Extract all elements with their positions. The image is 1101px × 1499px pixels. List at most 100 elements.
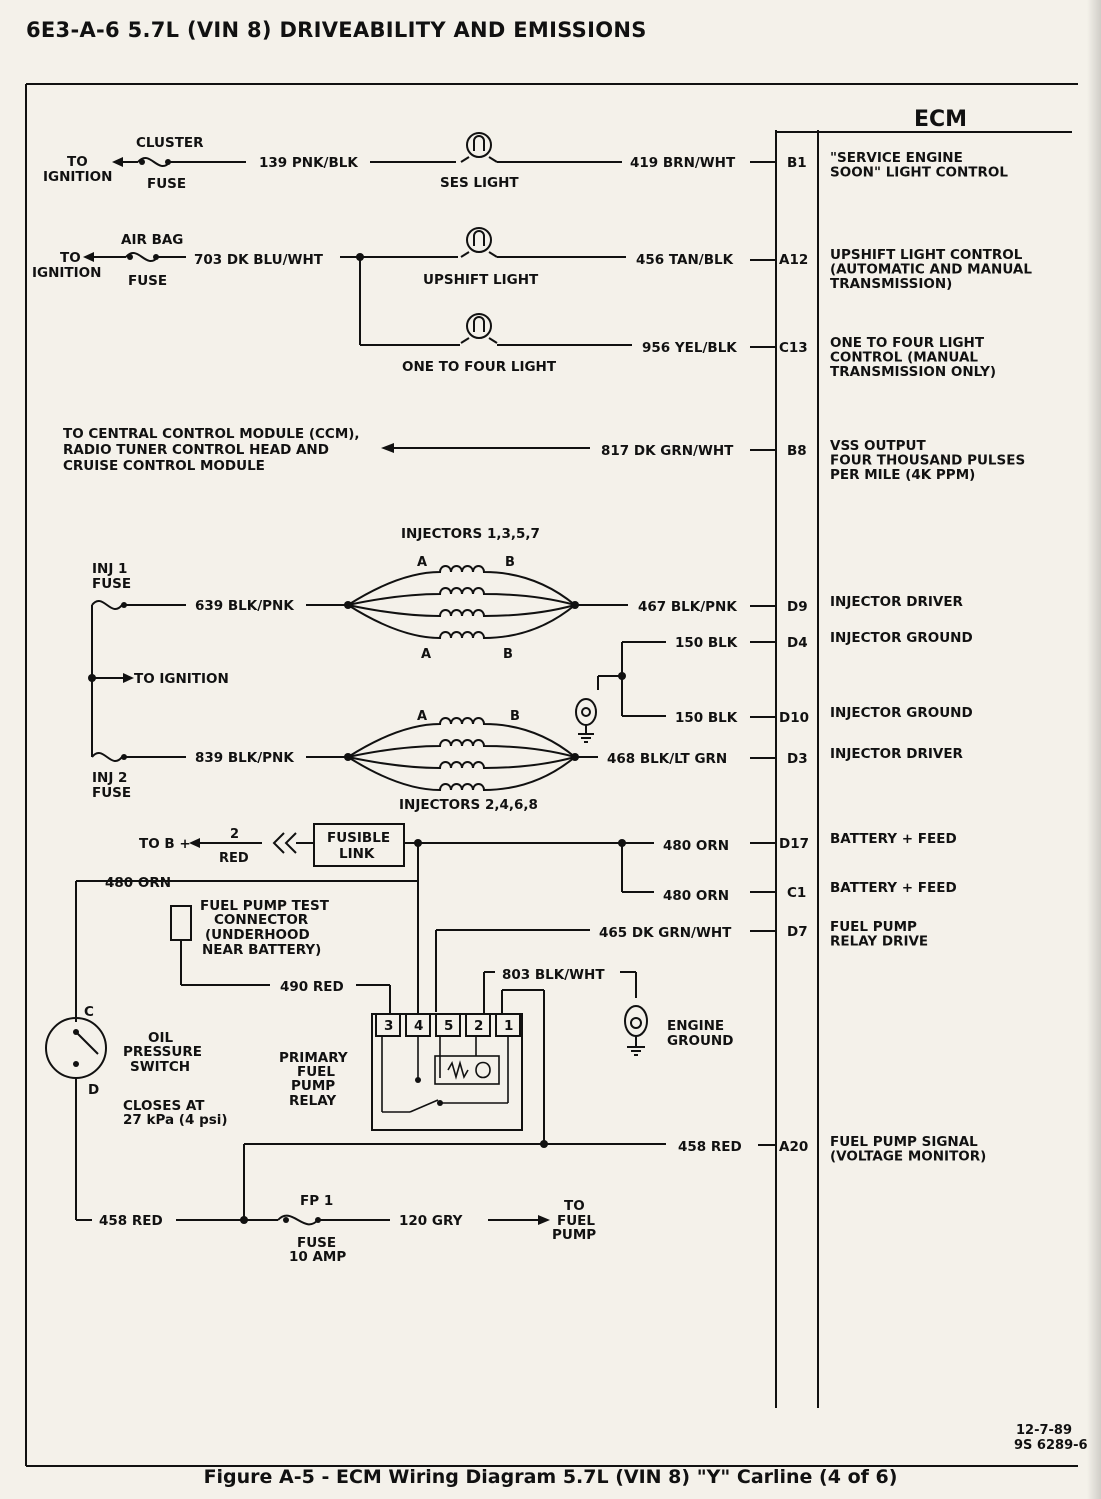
ecm-pin-description: FUEL PUMP xyxy=(830,919,917,935)
wire-639: 639 BLK/PNK xyxy=(195,598,294,614)
wire-456: 456 TAN/BLK xyxy=(636,252,734,268)
ecm-pin-id: D17 xyxy=(779,836,809,852)
relay-pin-number: 2 xyxy=(474,1018,483,1034)
ecm-pin-description: TRANSMISSION ONLY) xyxy=(830,364,996,380)
relay-pin-number: 4 xyxy=(414,1018,423,1034)
injector-lead xyxy=(347,565,576,606)
fusible-link-label: FUSIBLE xyxy=(327,830,390,846)
engine-ground-label: GROUND xyxy=(667,1033,733,1049)
wire-120: 120 GRY xyxy=(399,1213,463,1229)
page-frame xyxy=(25,83,1078,1467)
cluster-label: CLUSTER xyxy=(136,135,204,151)
fuse-label: FUSE xyxy=(147,176,186,192)
to-fuel-pump-label: TO xyxy=(564,1198,585,1214)
oil-switch-label: SWITCH xyxy=(130,1059,190,1075)
relay-label: FUEL xyxy=(297,1064,335,1080)
injector-lead xyxy=(347,604,576,640)
page-header: 6E3-A-6 5.7L (VIN 8) DRIVEABILITY AND EM… xyxy=(26,18,647,42)
figure-caption: Figure A-5 - ECM Wiring Diagram 5.7L (VI… xyxy=(203,1466,898,1488)
ccm-note-1: TO CENTRAL CONTROL MODULE (CCM), xyxy=(63,426,360,442)
test-connector-icon xyxy=(170,905,192,941)
ecm-pin-description: PER MILE (4K PPM) xyxy=(830,467,975,483)
oil-switch-label: OIL xyxy=(148,1030,173,1046)
test-connector-label: FUEL PUMP TEST xyxy=(200,898,330,914)
injector-lead xyxy=(347,587,576,606)
ecm-pin-description: (VOLTAGE MONITOR) xyxy=(830,1149,986,1165)
wire-419: 419 BRN/WHT xyxy=(630,155,736,171)
fuse-rating-label: FUSE xyxy=(297,1235,336,1251)
injector-lead xyxy=(347,756,576,770)
closes-at-label: CLOSES AT xyxy=(123,1098,205,1114)
ecm-pin-description: SOON" LIGHT CONTROL xyxy=(830,165,1008,181)
inj1-fuse-label: INJ 1 xyxy=(92,561,127,577)
to-label: TO xyxy=(60,250,81,266)
wire-480c: 480 ORN xyxy=(105,875,171,891)
to-fuel-pump-label: PUMP xyxy=(552,1227,596,1243)
ecm-pin-id: B8 xyxy=(787,443,807,459)
ecm-pin-description: INJECTOR DRIVER xyxy=(830,594,964,610)
wire-956: 956 YEL/BLK xyxy=(642,340,737,356)
inj2-fuse-label: FUSE xyxy=(92,785,131,801)
lamp-icon xyxy=(460,132,498,163)
ground-icon xyxy=(575,698,597,743)
ecm-pin-description: FUEL PUMP SIGNAL xyxy=(830,1134,978,1150)
ecm-pin-id: D4 xyxy=(787,635,808,651)
fuel-pump-circuit: TO B + 2 RED FUSIBLE LINK 480 ORN 480 OR… xyxy=(45,823,776,1265)
ecm-pin-description: ONE TO FOUR LIGHT xyxy=(830,335,985,351)
ecm-pin-description: BATTERY + FEED xyxy=(830,831,957,847)
ecm-pin-id: D3 xyxy=(787,751,808,767)
ignition-label: IGNITION xyxy=(43,169,112,185)
ecm-pin-description: INJECTOR GROUND xyxy=(830,630,973,646)
injector-lead xyxy=(347,604,576,618)
ecm-pin-id: C13 xyxy=(779,340,808,356)
fuse-label: FUSE xyxy=(128,273,167,289)
wire-839: 839 BLK/PNK xyxy=(195,750,294,766)
lamp-icon xyxy=(460,313,498,344)
ground-icon xyxy=(624,1005,648,1056)
fusible-link-label: LINK xyxy=(339,846,375,862)
ecm-pin-description: CONTROL (MANUAL xyxy=(830,350,978,366)
ecm-pin-id: A20 xyxy=(779,1139,808,1155)
ecm-pin-description: "SERVICE ENGINE xyxy=(830,150,963,166)
ecm-pin-description: UPSHIFT LIGHT CONTROL xyxy=(830,247,1023,263)
fuse-symbol xyxy=(91,599,123,611)
oil-pressure-switch-icon xyxy=(45,1017,107,1079)
fuse-symbol xyxy=(91,751,123,763)
page-edge-shadow xyxy=(1087,0,1101,1499)
to-ignition-label: TO IGNITION xyxy=(134,671,229,687)
one-to-four-light-label: ONE TO FOUR LIGHT xyxy=(402,359,557,375)
wire-465: 465 DK GRN/WHT xyxy=(599,925,732,941)
ecm-pin-id: D9 xyxy=(787,599,808,615)
wire-480a: 480 ORN xyxy=(663,838,729,854)
wire-458a: 458 RED xyxy=(678,1139,742,1155)
inj1-fuse-label: FUSE xyxy=(92,576,131,592)
ecm-pin-description: TRANSMISSION) xyxy=(830,276,952,292)
relay-pin-number: 1 xyxy=(504,1018,513,1034)
terminal-b: B xyxy=(510,709,520,724)
ses-light-circuit: TO IGNITION CLUSTER FUSE 139 PNK/BLK SES… xyxy=(43,132,776,192)
ecm-pin-id: D7 xyxy=(787,924,808,940)
ccm-note-2: RADIO TUNER CONTROL HEAD AND xyxy=(63,442,329,458)
ecm-pin-description: VSS OUTPUT xyxy=(830,438,926,454)
wire-468: 468 BLK/LT GRN xyxy=(607,751,727,767)
drawing-number: 9S 6289-6 xyxy=(1014,1438,1088,1453)
injector-lead xyxy=(347,717,576,758)
injector-lead xyxy=(347,739,576,758)
injectors-a-label: INJECTORS 1,3,5,7 xyxy=(401,526,540,542)
ecm-label: ECM xyxy=(914,107,967,132)
ecm-pin-description: RELAY DRIVE xyxy=(830,934,928,950)
test-connector-label: (UNDERHOOD xyxy=(205,927,310,943)
wire-480b: 480 ORN xyxy=(663,888,729,904)
closes-at-label: 27 kPa (4 psi) xyxy=(123,1112,228,1128)
ses-light-label: SES LIGHT xyxy=(440,175,519,191)
vss-circuit: TO CENTRAL CONTROL MODULE (CCM), RADIO T… xyxy=(63,426,776,474)
relay-pin-box xyxy=(375,1013,401,1037)
to-fuel-pump-label: FUEL xyxy=(557,1213,595,1229)
ecm-pin-description: INJECTOR GROUND xyxy=(830,705,973,721)
wire-803: 803 BLK/WHT xyxy=(502,967,605,983)
wire-139: 139 PNK/BLK xyxy=(259,155,358,171)
fp1-label: FP 1 xyxy=(300,1193,333,1209)
lamp-icon xyxy=(460,227,498,258)
ecm-pin-id: C1 xyxy=(787,885,806,901)
